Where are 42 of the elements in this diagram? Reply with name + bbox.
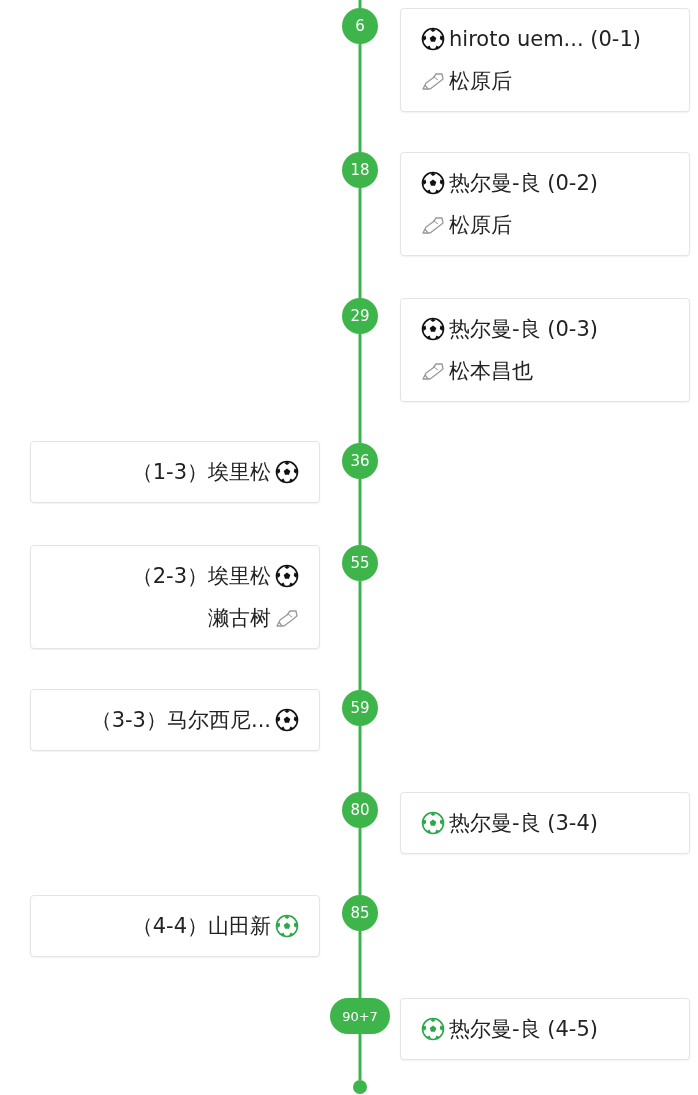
event-text: 热尔曼-良 (0-3) (449, 316, 598, 343)
timeline-line (358, 828, 362, 895)
event-card (30, 545, 320, 649)
end-dot (353, 1080, 367, 1094)
minute-marker: 90+7 (330, 998, 390, 1034)
event-text: （2-3）埃里松 (131, 563, 271, 590)
timeline-line (358, 44, 362, 152)
timeline-line (358, 931, 362, 998)
event-text: 热尔曼-良 (0-2) (449, 170, 598, 197)
event-text: （3-3）马尔西尼... (90, 707, 271, 734)
assist-text: 濑古树 (208, 605, 271, 632)
event-card (400, 792, 690, 854)
timeline-line (358, 479, 362, 545)
minute-marker: 18 (342, 152, 378, 188)
event-card (30, 895, 320, 957)
timeline-line (358, 726, 362, 792)
event-card (400, 8, 690, 112)
event-text: （4-4）山田新 (131, 913, 271, 940)
event-card (30, 689, 320, 751)
assist-text: 松原后 (449, 212, 512, 239)
assist-text: 松原后 (449, 68, 512, 95)
timeline-line (358, 188, 362, 298)
timeline-line (358, 0, 362, 8)
minute-marker: 29 (342, 298, 378, 334)
timeline-line (358, 1034, 362, 1080)
event-text: （1-3）埃里松 (131, 459, 271, 486)
minute-marker: 80 (342, 792, 378, 828)
minute-marker: 55 (342, 545, 378, 581)
event-card (30, 441, 320, 503)
assist-text: 松本昌也 (449, 358, 533, 385)
minute-marker: 36 (342, 443, 378, 479)
event-text: 热尔曼-良 (3-4) (449, 810, 598, 837)
event-card (400, 998, 690, 1060)
minute-marker: 85 (342, 895, 378, 931)
minute-marker: 59 (342, 690, 378, 726)
event-text: hiroto uem... (0-1) (449, 27, 641, 51)
minute-marker: 6 (342, 8, 378, 44)
event-card (400, 152, 690, 256)
event-card (400, 298, 690, 402)
timeline-line (358, 581, 362, 690)
event-text: 热尔曼-良 (4-5) (449, 1016, 598, 1043)
timeline-line (358, 334, 362, 443)
